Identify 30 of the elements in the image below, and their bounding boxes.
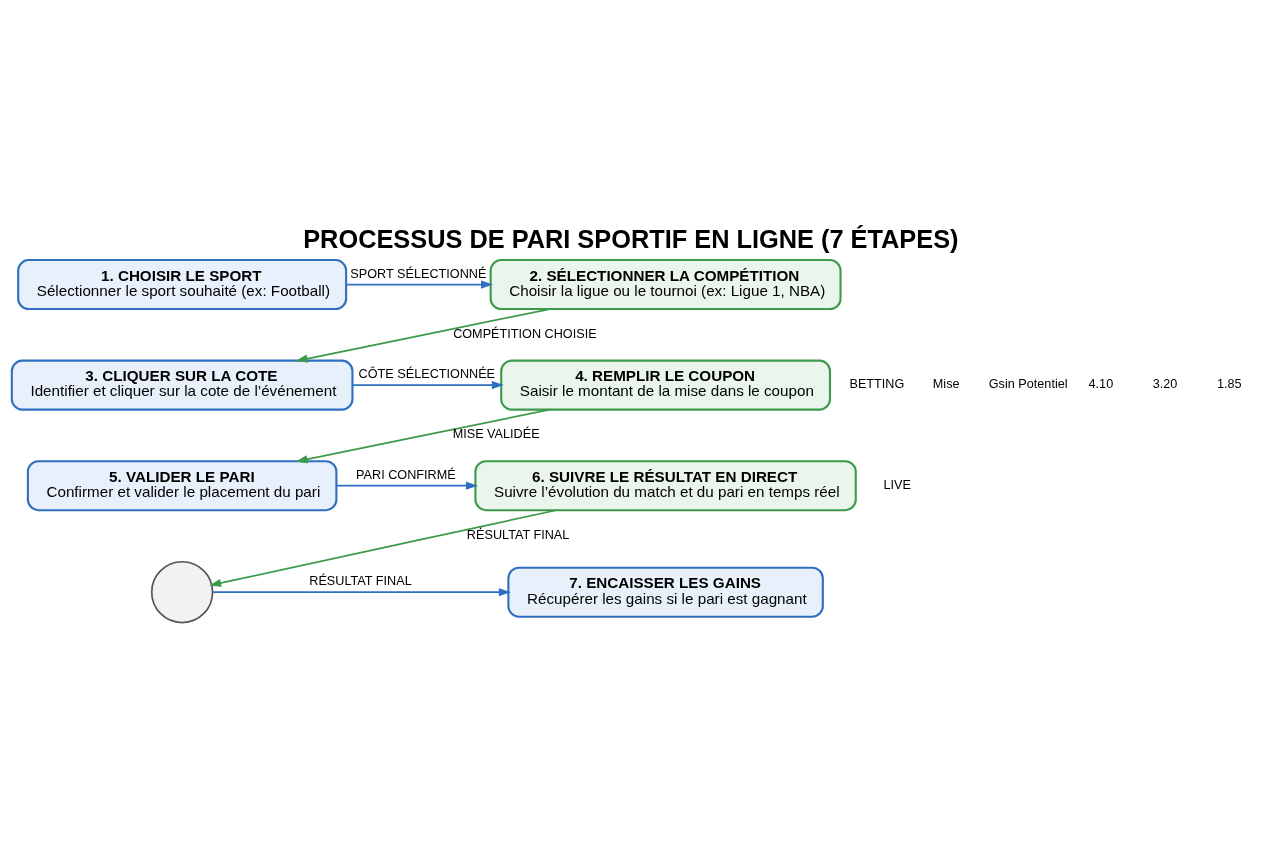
arrow [209, 509, 558, 587]
node-box: 7. ENCAISSER LES GAINS Récupérer les gains si le pari est gagnant [507, 566, 824, 618]
edge-label: SPORT SÉLECTIONNÉ [350, 266, 487, 281]
label: 4.10 [1088, 377, 1114, 392]
label: LIVE [883, 477, 911, 492]
edge-label: RÉSULTAT FINAL [309, 574, 412, 589]
arrow [335, 481, 478, 490]
node-box: 3. CLIQUER SUR LA COTE Identifier et cliquer sur la cote de l’événement [10, 359, 354, 411]
node-box: 6. SUIVRE LE RÉSULTAT EN DIRECT Suivre l’évolution du match et du pari en temps réel [474, 460, 857, 512]
edge-label: CÔTE SÉLECTIONNÉE [358, 367, 496, 382]
edge-label: MISE VALIDÉE [452, 427, 540, 442]
arrow [351, 380, 504, 390]
label: 3.20 [1152, 377, 1178, 392]
node-circle [150, 560, 214, 624]
edge-label: RÉSULTAT FINAL [466, 527, 570, 542]
edge-label: PARI CONFIRMÉ [356, 467, 456, 482]
arrow [211, 588, 511, 597]
node-box: 4. REMPLIR LE COUPON Saisir le montant de la mise dans le coupon [500, 359, 832, 411]
node-box: 5. VALIDER LE PARI Confirmer et valider le placement du pari [26, 460, 338, 512]
node-box: 2. SÉLECTIONNER LA COMPÉTITION Choisir la ligue ou le tournoi (ex: Ligue 1, NBA) [489, 258, 842, 311]
label: 1.85 [1217, 377, 1242, 392]
arrow [295, 408, 551, 464]
label: Gsin Potentiel [988, 377, 1068, 392]
label: BETTING [849, 377, 905, 392]
label: Mise [932, 377, 960, 392]
diagram-title: PROCESSUS DE PARI SPORTIF EN LIGNE (7 ÉTAPES) [303, 225, 959, 254]
arrow [295, 308, 551, 363]
arrow [345, 280, 493, 289]
node-box: 1. CHOISIR LE SPORT Sélectionner le sport souhaité (ex: Football) [17, 258, 348, 311]
edge-label: COMPÉTITION CHOISIE [453, 326, 597, 341]
